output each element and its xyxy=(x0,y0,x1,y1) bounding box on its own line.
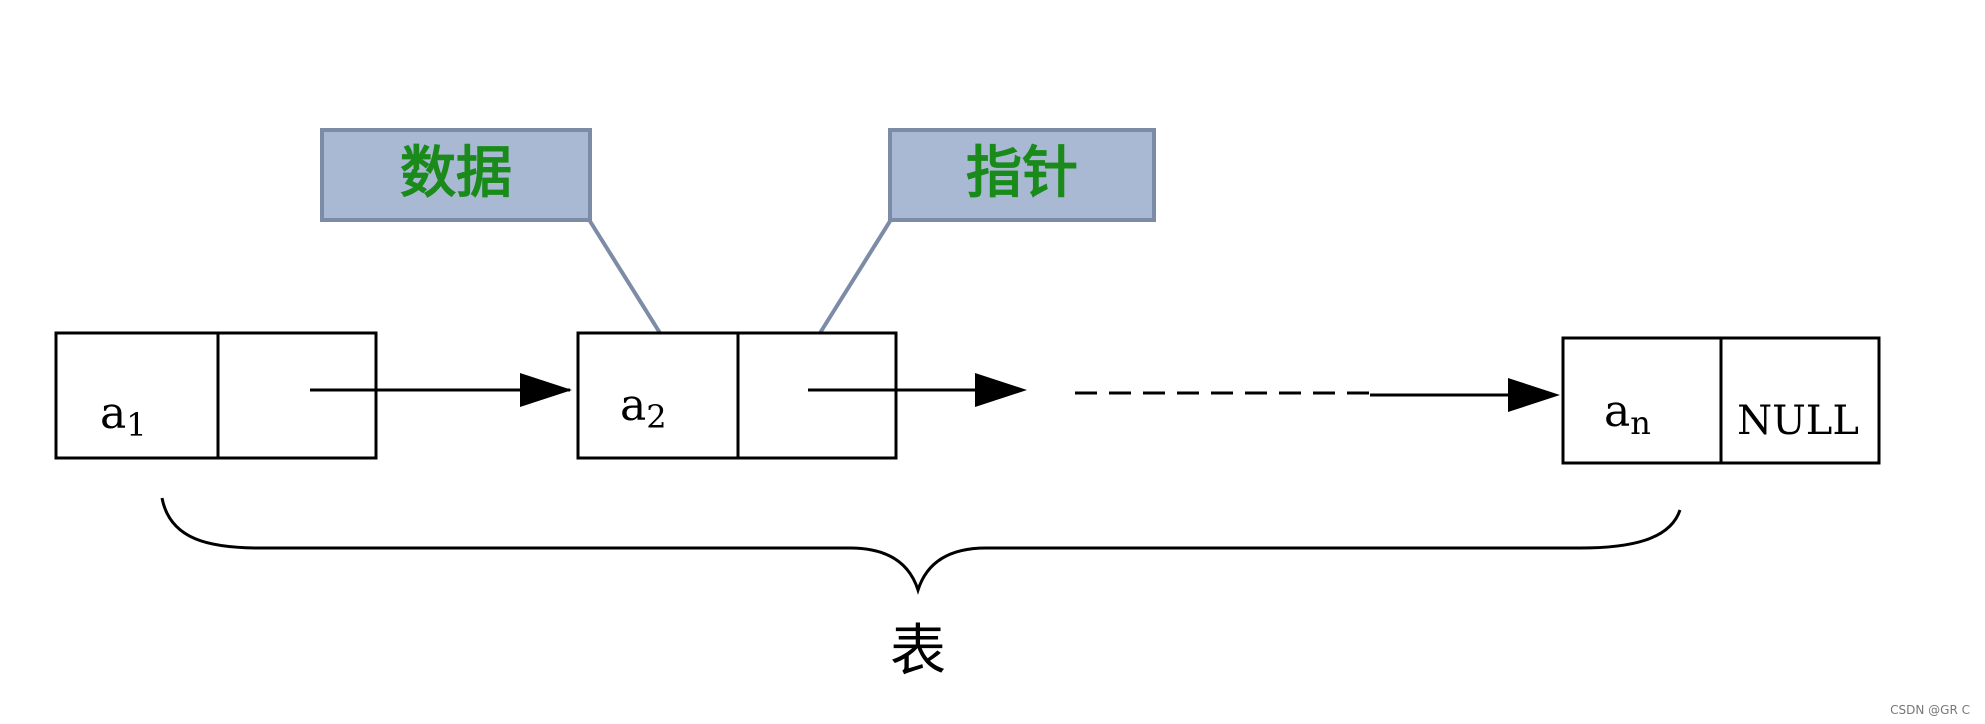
arrowhead-to-node-n xyxy=(1508,378,1560,412)
data-callout-connector xyxy=(586,216,662,335)
pointer-callout-connector xyxy=(818,216,894,335)
pointer-callout-box xyxy=(888,128,1156,222)
table-brace xyxy=(160,497,1682,595)
arrowhead-node1-to-node2 xyxy=(520,373,572,407)
csdn-watermark: CSDN @GR C xyxy=(1890,703,1970,717)
pointer-callout: 指针 xyxy=(818,128,1156,335)
pointer-callout-label: 指针 xyxy=(966,141,1078,206)
node-n-data: an xyxy=(1604,386,1651,442)
node-1-box xyxy=(54,331,378,460)
list-node-2: a2 xyxy=(576,331,898,460)
data-callout-box xyxy=(320,128,592,222)
arrowhead-node2-out xyxy=(975,373,1027,407)
list-node-n: an NULL xyxy=(1561,336,1881,465)
node-n-pointer: NULL xyxy=(1737,398,1859,444)
node-1-data: a1 xyxy=(100,388,147,444)
node-2-data: a2 xyxy=(620,380,667,436)
list-node-1: a1 xyxy=(54,331,378,460)
table-label: 表 xyxy=(890,619,946,684)
data-callout-label: 数据 xyxy=(400,141,512,206)
data-callout: 数据 xyxy=(320,128,662,335)
